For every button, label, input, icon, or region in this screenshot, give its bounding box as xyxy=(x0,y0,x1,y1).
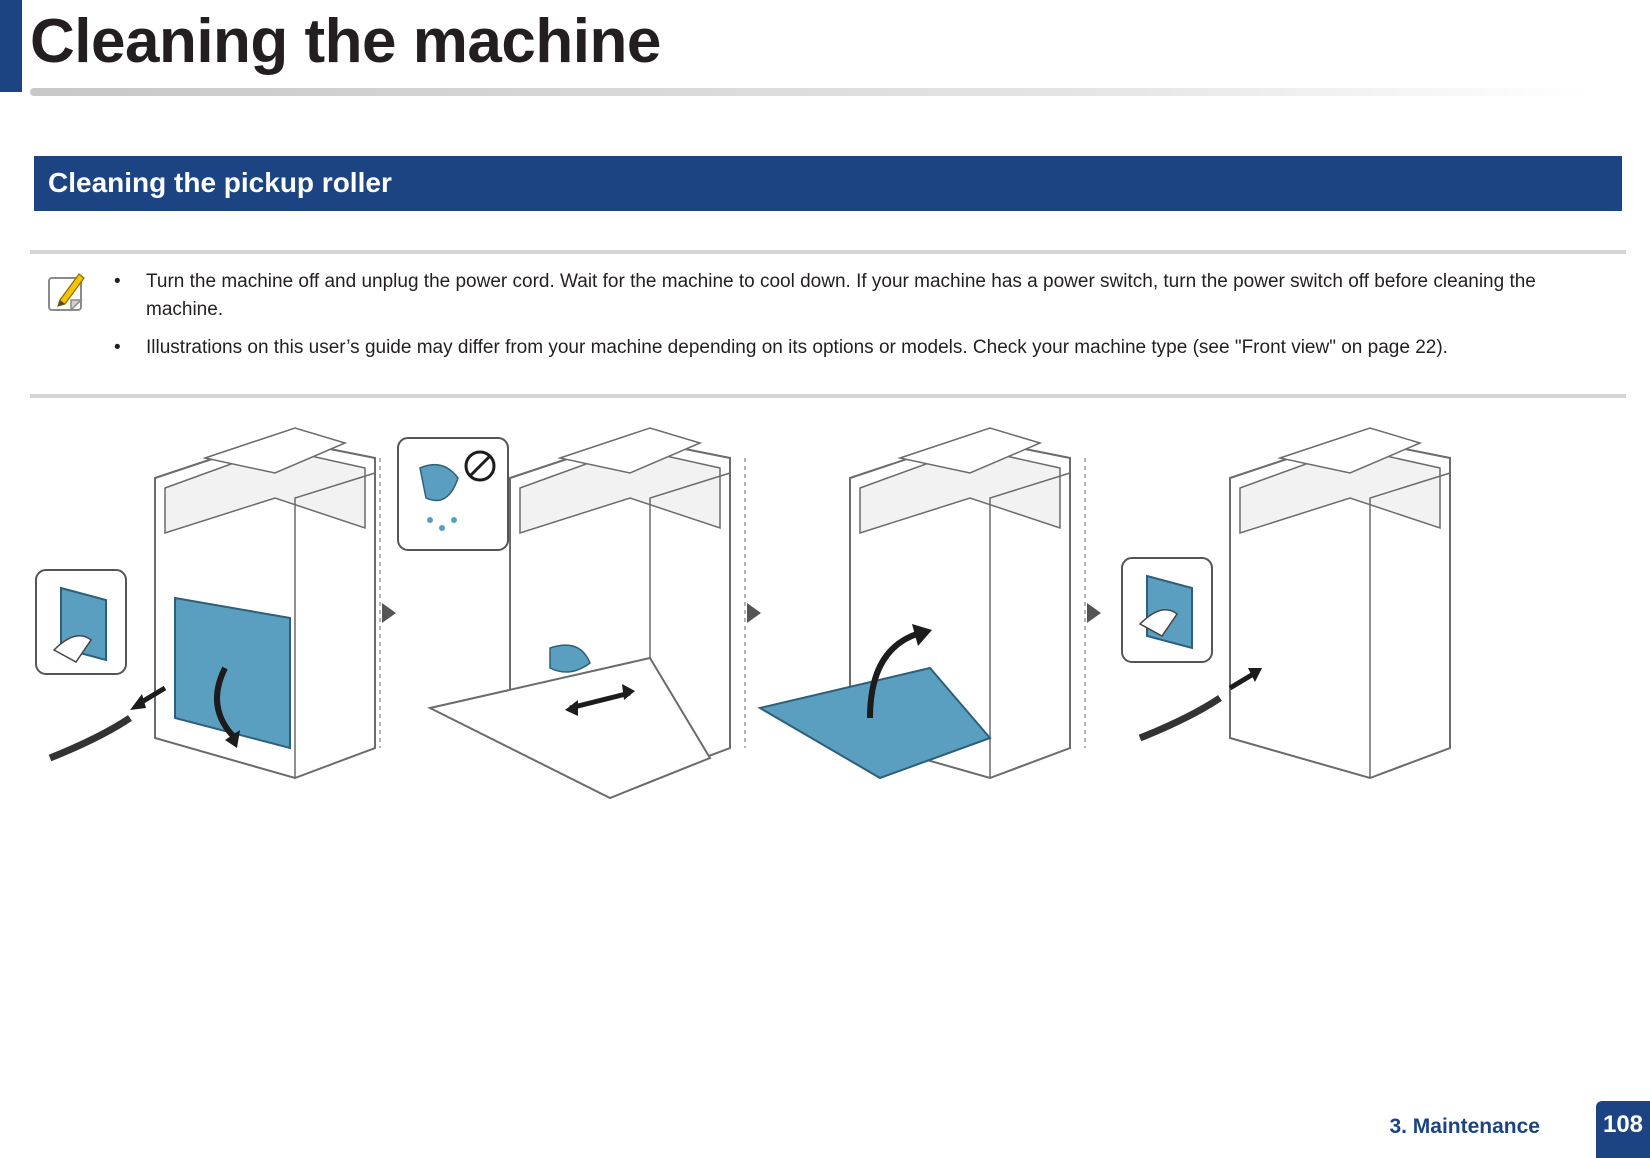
note-pencil-icon xyxy=(48,273,85,312)
pickup-roller-cleaning-illustration xyxy=(35,427,1451,800)
note-item: • Turn the machine off and unplug the po… xyxy=(114,268,1614,324)
cloth-no-liquid-icon xyxy=(397,437,509,551)
note-text: Illustrations on this user’s guide may d… xyxy=(146,337,1448,358)
note-text: Turn the machine off and unplug the powe… xyxy=(146,271,1536,320)
close-rear-cover-icon xyxy=(757,427,1071,780)
bullet: • xyxy=(114,337,121,358)
power-cord-unplug xyxy=(48,685,167,762)
step-arrow-icon xyxy=(382,603,396,623)
power-cord-plug-in xyxy=(1138,668,1262,742)
footer-chapter: 3. Maintenance xyxy=(1389,1115,1540,1138)
note-box: • Turn the machine off and unplug the po… xyxy=(30,250,1626,398)
power-on-switch-icon xyxy=(1121,557,1213,663)
power-off-switch-icon xyxy=(35,569,127,675)
section-header: Cleaning the pickup roller xyxy=(34,156,1622,211)
note-item: • Illustrations on this user’s guide may… xyxy=(114,334,1614,362)
page-number: 108 xyxy=(1602,1111,1644,1138)
note-list: • Turn the machine off and unplug the po… xyxy=(114,268,1614,372)
step-1-machine xyxy=(154,427,376,779)
title-accent-bar xyxy=(0,0,22,92)
page-number-tab: 108 xyxy=(1596,1101,1650,1158)
step-4-machine xyxy=(1229,427,1451,779)
step-arrow-icon xyxy=(747,603,761,623)
bullet: • xyxy=(114,271,121,292)
step-2-machine xyxy=(427,427,731,800)
title-divider xyxy=(30,88,1590,96)
section-title: Cleaning the pickup roller xyxy=(48,167,392,198)
page-title: Cleaning the machine xyxy=(30,7,661,76)
step-arrow-icon xyxy=(1087,603,1101,623)
